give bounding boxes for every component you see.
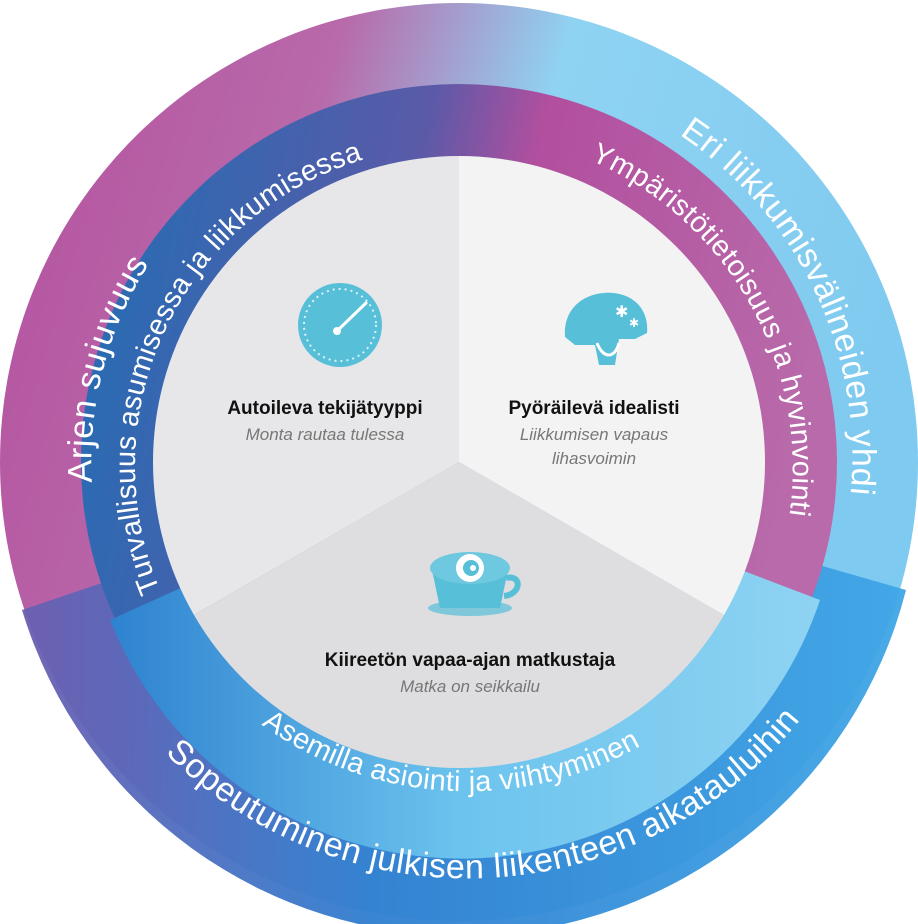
helmet-icon: ✱ ✱ <box>564 292 648 365</box>
cyclist-title: Pyöräilevä idealisti <box>508 398 679 419</box>
segment-driver-bg <box>153 156 459 615</box>
cup-icon <box>428 552 521 616</box>
traveler-subtitle: Matka on seikkailu <box>400 677 540 696</box>
driver-subtitle: Monta rautaa tulessa <box>246 425 405 444</box>
segment-cyclist-bg <box>459 156 765 615</box>
svg-text:✱: ✱ <box>629 316 639 330</box>
driver-title: Autoileva tekijätyyppi <box>227 398 422 419</box>
speedometer-icon <box>298 283 382 367</box>
svg-text:✱: ✱ <box>615 302 628 321</box>
cyclist-subtitle-line1: Liikkumisen vapaus <box>520 425 669 444</box>
cyclist-subtitle-line2: lihasvoimin <box>552 449 636 468</box>
traveler-title: Kiireetön vapaa-ajan matkustaja <box>325 650 616 671</box>
